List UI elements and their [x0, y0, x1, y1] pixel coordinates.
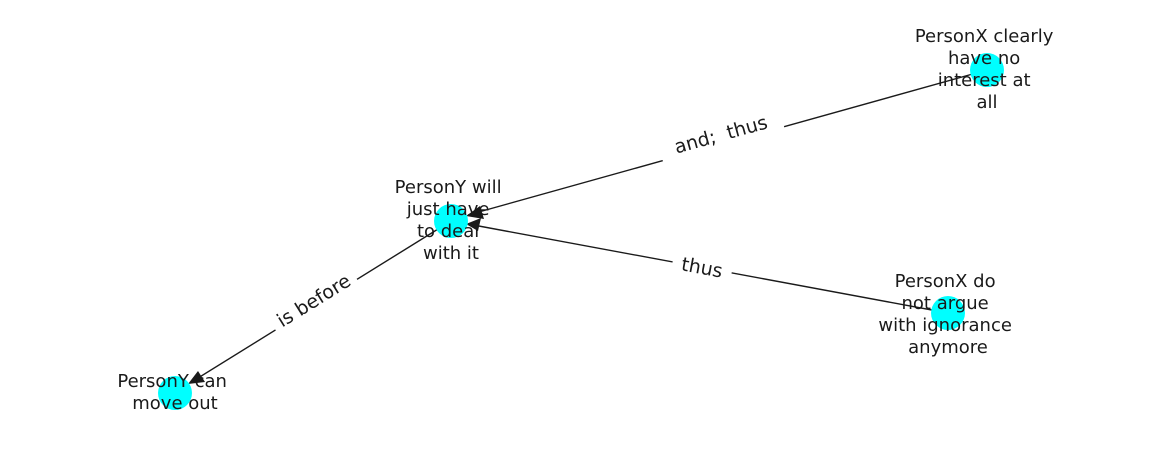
node-label: PersonY can move out [117, 371, 232, 414]
edge-label-bg [265, 262, 363, 340]
node-circle[interactable] [970, 53, 1004, 87]
node-circle[interactable] [158, 376, 192, 410]
edges-layer: and; thus thus is before [188, 69, 988, 384]
node-label: PersonX clearly have no interest at all [915, 26, 1059, 113]
node-n2[interactable]: PersonY will just have to deal with it [395, 177, 508, 264]
edge-n2-n4: is before [188, 220, 452, 384]
node-n1[interactable]: PersonX clearly have no interest at all [915, 26, 1059, 113]
node-label: PersonX do not argue with ignorance anym… [878, 271, 1017, 358]
node-circle[interactable] [931, 296, 965, 330]
arrowhead-icon [466, 218, 481, 231]
node-n3[interactable]: PersonX do not argue with ignorance anym… [878, 271, 1017, 358]
node-label: PersonY will just have to deal with it [395, 177, 508, 264]
edge-label-bg [669, 248, 735, 288]
nodes-layer: PersonX clearly have no interest at all … [117, 26, 1059, 414]
arrowhead-icon [466, 206, 484, 219]
edge-n1-n2: and; thus [466, 69, 988, 219]
node-n4[interactable]: PersonY can move out [117, 371, 232, 414]
edge-n3-n2: thus [466, 218, 949, 314]
edge-label-bg [655, 101, 787, 169]
arrowhead-icon [188, 371, 205, 384]
node-circle[interactable] [434, 204, 468, 238]
edge-label: is before [273, 270, 355, 332]
